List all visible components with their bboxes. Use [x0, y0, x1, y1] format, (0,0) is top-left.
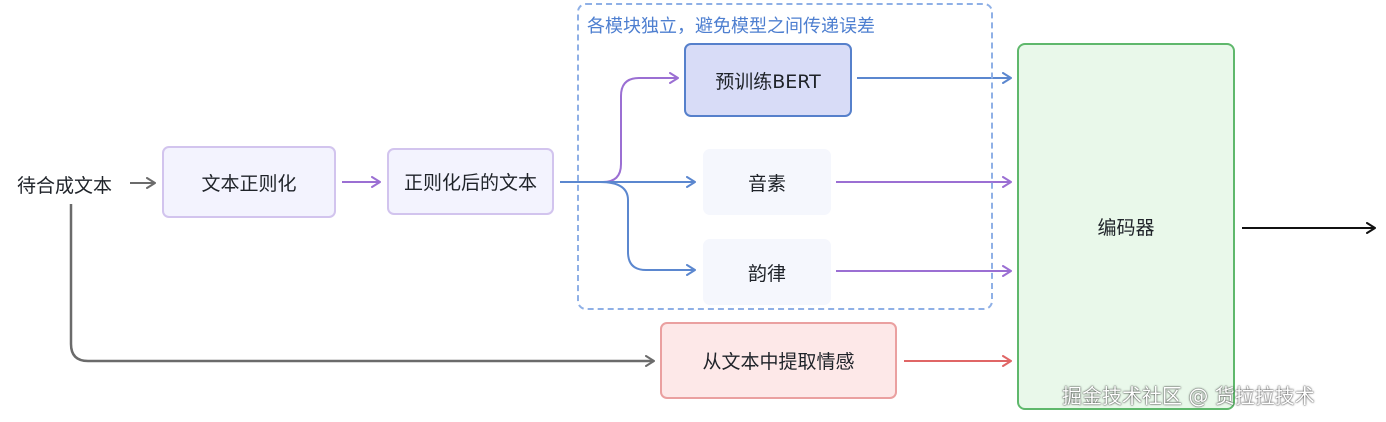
node-prosody-label: 韵律 [747, 262, 786, 285]
node-pretrained-bert-label: 预训练BERT [715, 70, 821, 93]
node-emotion-extraction-label: 从文本中提取情感 [702, 351, 855, 373]
node-emotion-extraction: 从文本中提取情感 [660, 322, 897, 399]
node-input-text: 待合成文本 [17, 175, 113, 197]
node-pretrained-bert: 预训练BERT [684, 43, 852, 117]
node-text-normalization-label: 文本正则化 [201, 172, 297, 195]
group-label: 各模块独立，避免模型之间传递误差 [587, 16, 875, 37]
node-encoder: 编码器 [1017, 43, 1235, 410]
node-text-normalization: 文本正则化 [162, 146, 336, 218]
watermark-text: 掘金技术社区 @ 货拉拉技术 [1062, 384, 1315, 408]
edge-normalized-text-to-prosody [599, 181, 696, 276]
node-encoder-label: 编码器 [1097, 217, 1155, 239]
node-normalized-text-label: 正则化后的文本 [403, 172, 537, 194]
node-phoneme: 音素 [703, 149, 831, 215]
independent-modules-group [577, 3, 993, 310]
edge-input-to-emotion [69, 204, 655, 367]
node-phoneme-label: 音素 [747, 172, 786, 195]
node-normalized-text: 正则化后的文本 [387, 148, 554, 215]
node-prosody: 韵律 [703, 239, 831, 305]
